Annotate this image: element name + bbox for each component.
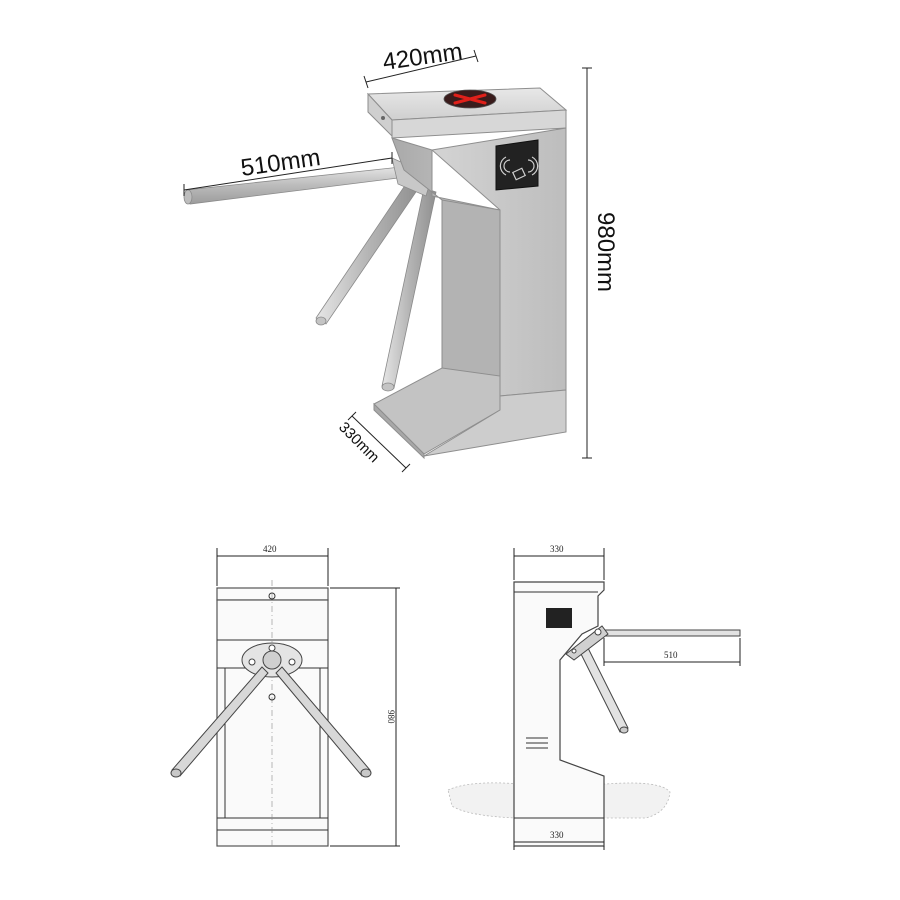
side-top-width-label: 330 <box>550 544 564 554</box>
dimension-label-width: 420mm <box>381 38 464 76</box>
side-bottom-width-label: 330 <box>550 830 564 840</box>
tripod-arms <box>183 157 437 392</box>
turnstile-cabinet <box>366 87 568 460</box>
front-view-drawing: 420 980 <box>170 544 400 848</box>
dimension-width-420mm: 420mm <box>363 38 479 89</box>
dimension-label-depth: 330mm <box>335 419 382 466</box>
side-view-drawing: 330 510 330 <box>447 544 741 850</box>
dimension-height-980mm: 980mm <box>582 67 619 459</box>
render-3d: 420mm 510mm 980mm 330mm <box>183 38 619 473</box>
side-arm-label: 510 <box>664 650 678 660</box>
front-height-label: 980 <box>386 710 396 724</box>
dimension-label-height: 980mm <box>592 212 619 292</box>
front-width-label: 420 <box>263 544 277 554</box>
dimension-label-arm: 510mm <box>239 144 322 182</box>
card-reader-icon <box>499 156 539 181</box>
